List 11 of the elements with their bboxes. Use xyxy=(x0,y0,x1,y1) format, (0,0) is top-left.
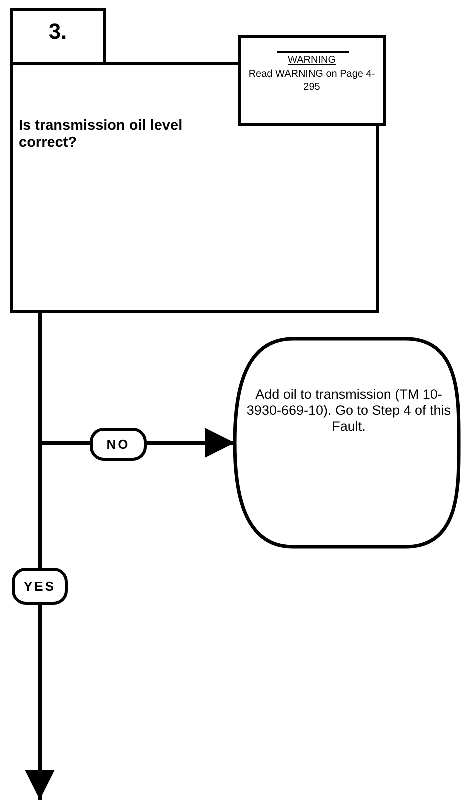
warning-heading: WARNING xyxy=(287,54,337,67)
question-text: Is transmission oil level correct? xyxy=(19,118,184,152)
warning-box xyxy=(238,35,386,126)
action-terminal xyxy=(233,337,461,549)
step-number: 3. xyxy=(48,19,68,45)
action-text: Add oil to transmission (TM 10-3930-669-10). Go to Step 4 of this Fault. xyxy=(246,387,452,435)
arrow xyxy=(25,313,55,800)
warning-note: Read WARNING on Page 4-295 xyxy=(248,68,376,94)
edge-label: YES xyxy=(12,568,68,605)
step-number-tab xyxy=(10,8,106,65)
edge-label: NO xyxy=(90,428,147,461)
